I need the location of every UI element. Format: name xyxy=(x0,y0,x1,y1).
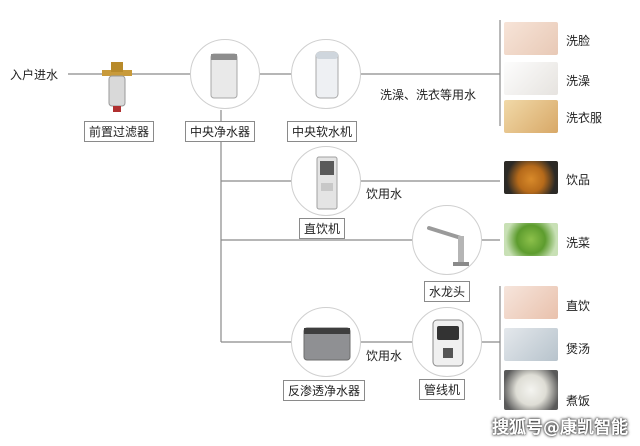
faucet-circle xyxy=(412,205,482,275)
use-laundry: 洗衣服 xyxy=(566,111,603,125)
use-beverage: 饮品 xyxy=(566,173,591,187)
central-purifier-label: 中央净水器 xyxy=(185,121,256,142)
ro-purifier-label: 反渗透净水器 xyxy=(283,380,366,401)
ro-purifier-icon xyxy=(303,327,351,361)
ro-use-label: 饮用水 xyxy=(366,349,403,363)
drinker-use-label: 饮用水 xyxy=(366,187,403,201)
faucet-label: 水龙头 xyxy=(424,281,471,302)
use-direct-drink: 直饮 xyxy=(566,299,591,313)
bath-image xyxy=(504,62,558,95)
use-soup: 煲汤 xyxy=(566,342,591,356)
direct-drink-image xyxy=(504,286,558,319)
vegetables-image xyxy=(504,223,558,256)
direct-drinker-circle xyxy=(291,146,361,216)
use-bath: 洗澡 xyxy=(566,74,591,88)
use-wash-face: 洗脸 xyxy=(566,34,591,48)
central-softener-label: 中央软水机 xyxy=(287,121,358,142)
soup-image xyxy=(504,328,558,361)
central-softener-circle xyxy=(291,39,361,109)
use-vegetables: 洗菜 xyxy=(566,236,591,250)
central-softener-icon xyxy=(315,51,339,99)
central-purifier-icon xyxy=(210,53,238,99)
inlet-label: 入户进水 xyxy=(10,68,59,82)
prefilter-label: 前置过滤器 xyxy=(84,121,155,142)
pipeline-machine-icon xyxy=(432,319,464,367)
central-purifier-circle xyxy=(190,39,260,109)
faucet-icon xyxy=(427,226,469,266)
ro-purifier-circle xyxy=(291,307,361,377)
pipeline-machine-circle xyxy=(412,307,482,377)
use-cook-rice: 煮饭 xyxy=(566,394,591,408)
direct-drinker-label: 直饮机 xyxy=(299,218,346,239)
pipeline-machine-label: 管线机 xyxy=(419,379,466,400)
laundry-image xyxy=(504,100,558,133)
wash-face-image xyxy=(504,22,558,55)
direct-drinker-icon xyxy=(316,156,338,210)
softener-use-label: 洗澡、洗衣等用水 xyxy=(380,88,477,102)
cook-rice-image xyxy=(504,370,558,410)
watermark: 搜狐号@康凯智能 xyxy=(492,418,628,438)
prefilter-icon xyxy=(102,62,132,112)
beverage-image xyxy=(504,161,558,194)
